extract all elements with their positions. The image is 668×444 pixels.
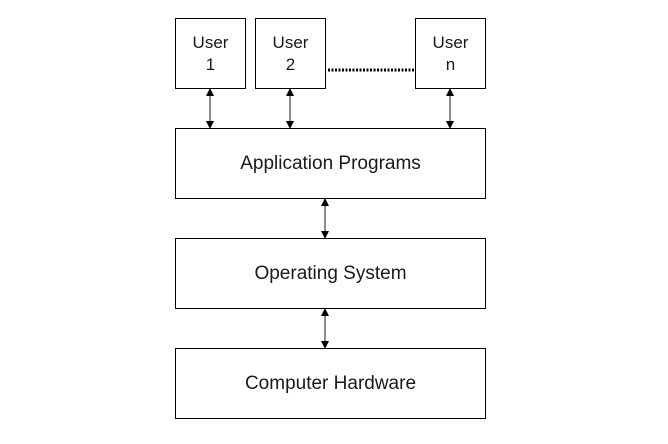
application-programs-label: Application Programs — [240, 152, 421, 174]
operating-system-label: Operating System — [254, 262, 407, 284]
user-1-number: 1 — [205, 54, 216, 74]
user-n-number: n — [445, 54, 456, 74]
computer-hardware-box: Computer Hardware — [175, 348, 486, 419]
user-2-label: User — [272, 32, 309, 52]
user-n-label: User — [432, 32, 469, 52]
computer-hardware-label: Computer Hardware — [244, 372, 417, 394]
operating-system-box: Operating System — [175, 238, 486, 309]
user-2-number: 2 — [285, 54, 296, 74]
user-1-label: User — [192, 32, 229, 52]
application-programs-box: Application Programs — [175, 128, 486, 199]
